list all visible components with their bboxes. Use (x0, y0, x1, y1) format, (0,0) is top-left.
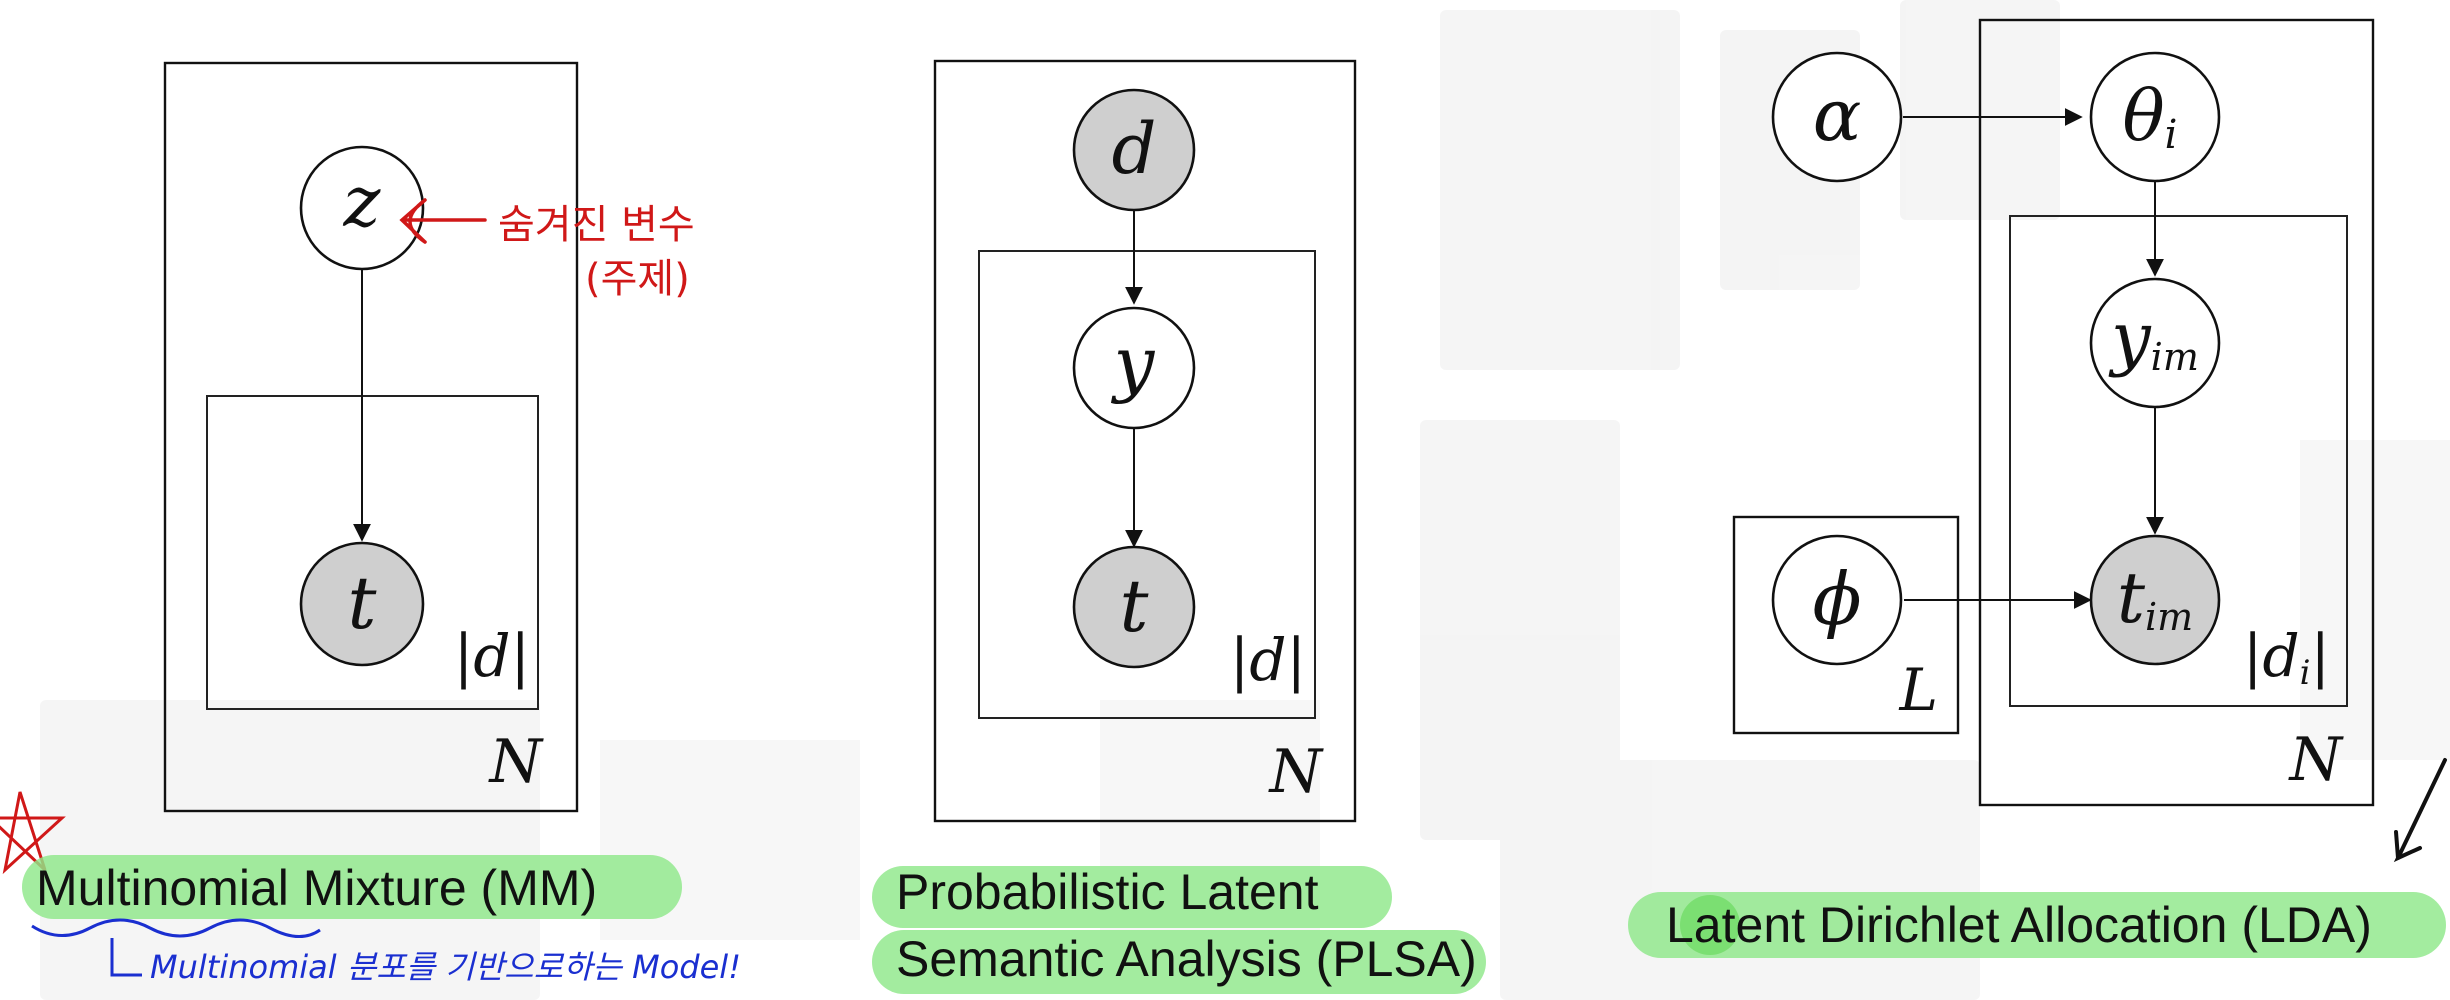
plsa-caption-line-2: Semantic Analysis (PLSA) (896, 931, 1477, 987)
lda-inner-plate (2009, 215, 2348, 707)
mm-node-z (299, 145, 425, 271)
plsa-outer-plate (933, 59, 1357, 823)
lda-node-alpha (1771, 51, 1903, 183)
mm-annotation-hidden-variable: 숨겨진 변수 (498, 202, 695, 248)
lda-node-theta-subscript: i (2165, 112, 2178, 158)
lda-node-theta (2089, 51, 2221, 183)
lda-inner-plate-label-main: |d (2243, 622, 2300, 690)
lda-node-t (2089, 534, 2221, 666)
lda-node-t-label: tim (2117, 557, 2193, 639)
plsa-node-y-label: y (1111, 321, 1156, 405)
lda-outer-plate (1978, 18, 2375, 807)
mm-caption-blue-underline (31, 918, 321, 938)
lda-diagram: α θi yim ϕ tim L |di| N Latent Dirichlet… (1628, 18, 2447, 958)
plsa-caption-highlight-1 (872, 866, 1392, 928)
mm-caption-highlight (22, 855, 682, 919)
mm-inner-plate (206, 395, 539, 710)
lda-node-y-subscript: im (2151, 335, 2199, 379)
lda-inner-plate-label-end: | (2310, 622, 2330, 690)
lda-caption-highlight (1628, 892, 2446, 958)
plsa-outer-plate-label: N (1268, 737, 1325, 807)
plsa-node-t-label: t (1120, 564, 1150, 648)
lda-phi-plate (1732, 515, 1960, 735)
plsa-inner-plate (978, 250, 1316, 719)
mm-annotation-topic: (주제) (585, 256, 690, 302)
lda-caption: Latent Dirichlet Allocation (LDA) (1666, 897, 2372, 953)
lda-caption-highlight-dot (1680, 895, 1740, 955)
plsa-node-d-label: d (1112, 108, 1157, 190)
mm-inner-plate-label: |d| (454, 622, 530, 690)
plsa-node-t (1072, 545, 1196, 669)
lda-phi-plate-label: L (1898, 656, 1938, 724)
red-star-icon (0, 791, 66, 875)
mm-outer-plate (163, 61, 579, 813)
lda-outer-plate-label: N (2288, 725, 2345, 795)
plsa-node-y (1072, 306, 1196, 430)
lda-inner-plate-label-sub: i (2300, 653, 2311, 693)
mm-diagram: z t |d| N 숨겨진 변수 (주제) Multinomial Mixtur… (0, 61, 741, 986)
lda-node-t-symbol: t (2117, 557, 2146, 639)
lda-node-phi (1771, 534, 1903, 666)
mm-node-t-label: t (348, 561, 378, 645)
red-annotation-arrow-icon (399, 198, 487, 244)
plsa-diagram: d y t |d| N Probabilistic Latent Semanti… (872, 59, 1486, 994)
mm-node-t (299, 541, 425, 667)
mm-caption: Multinomial Mixture (MM) (36, 860, 597, 916)
plsa-node-d (1072, 88, 1196, 212)
lda-node-y-symbol: y (2108, 297, 2152, 379)
lda-node-y-label: yim (2108, 297, 2199, 379)
lda-node-phi-label: ϕ (1812, 557, 1861, 641)
mm-node-z-label: z (343, 161, 382, 243)
mm-outer-plate-label: N (488, 727, 545, 797)
lda-node-theta-symbol: θ (2123, 75, 2165, 157)
plsa-inner-plate-label: |d| (1230, 626, 1306, 694)
lda-inner-plate-label: |di| (2243, 622, 2330, 693)
lda-node-y (2089, 277, 2221, 409)
plsa-caption-line-1: Probabilistic Latent (896, 864, 1319, 920)
lda-node-theta-label: θi (2123, 75, 2178, 158)
blue-annotation-arrow-icon (110, 938, 142, 977)
plsa-caption-highlight-2 (872, 930, 1486, 994)
lda-node-t-subscript: im (2145, 595, 2193, 639)
black-pen-stroke-icon (2393, 758, 2447, 863)
mm-annotation-multinomial: Multinomial 분포를 기반으로하는 Model! (150, 948, 741, 986)
lda-node-alpha-label: α (1813, 73, 1862, 157)
